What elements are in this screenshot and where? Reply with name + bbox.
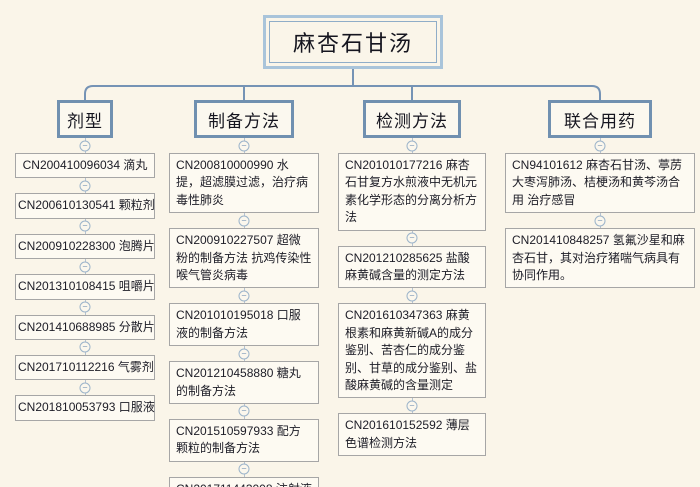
branch-header-detection[interactable]: 检测方法 [363, 100, 461, 138]
connector: − [169, 288, 319, 304]
patent-node[interactable]: CN201410848257 氢氟沙星和麻杏石甘，其对治疗猪喘气病具有协同作用。 [505, 228, 695, 289]
collapse-icon[interactable]: − [594, 140, 606, 151]
collapse-icon[interactable]: − [406, 232, 418, 244]
connector: − [169, 213, 319, 229]
collapse-icon[interactable]: − [238, 405, 250, 417]
collapse-icon[interactable]: − [594, 215, 606, 227]
patent-node[interactable]: CN201610347363 麻黄根素和麻黄新碱A的成分鉴别、苦杏仁的成分鉴别、… [338, 303, 486, 399]
branch-header-preparation[interactable]: 制备方法 [194, 100, 294, 138]
branch-column-combination: − CN94101612 麻杏石甘汤、葶苈大枣泻肺汤、桔梗汤和黄芩汤合用 治疗感… [505, 138, 695, 289]
patent-node[interactable]: CN200810000990 水提，超滤膜过滤，治疗病毒性肺炎 [169, 153, 319, 214]
collapse-icon[interactable]: − [406, 290, 418, 302]
collapse-icon[interactable]: − [79, 301, 91, 313]
connector: − [169, 461, 319, 477]
collapse-icon[interactable]: − [79, 382, 91, 394]
patent-node[interactable]: CN201310108415 咀嚼片 [15, 274, 155, 300]
patent-node[interactable]: CN201210458880 糖丸的制备方法 [169, 361, 319, 404]
collapse-icon[interactable]: − [79, 341, 91, 353]
patent-node[interactable]: CN201510597933 配方颗粒的制备方法 [169, 418, 319, 462]
connector: − [338, 230, 486, 246]
connector: − [15, 138, 155, 153]
connector: − [505, 213, 695, 229]
patent-node[interactable]: CN200410096034 滴丸 [15, 153, 155, 179]
patent-node[interactable]: CN201610152592 薄层色谱检测方法 [338, 413, 486, 457]
branch-header-dosage-form[interactable]: 剂型 [57, 100, 113, 138]
collapse-icon[interactable]: − [238, 463, 250, 475]
connector: − [15, 339, 155, 355]
collapse-icon[interactable]: − [79, 261, 91, 273]
patent-node[interactable]: CN201810053793 口服液 [15, 395, 155, 421]
connector: − [338, 288, 486, 304]
patent-node[interactable]: CN201710112216 气雾剂 [15, 354, 155, 381]
patent-node[interactable]: CN201010195018 口服液的制备方法 [169, 303, 319, 347]
patent-node[interactable]: CN201410688985 分散片 [15, 314, 155, 340]
collapse-icon[interactable]: − [238, 290, 250, 302]
connector: − [169, 403, 319, 419]
connector: − [338, 398, 486, 414]
collapse-icon[interactable]: − [238, 215, 250, 227]
collapse-icon[interactable]: − [79, 220, 91, 232]
branch-column-detection: − CN201010177216 麻杏石甘复方水煎液中无机元素化学形态的分离分析… [338, 138, 486, 457]
patent-node[interactable]: CN201010177216 麻杏石甘复方水煎液中无机元素化学形态的分离分析方法 [338, 153, 486, 231]
patent-node[interactable]: CN200910228300 泡腾片 [15, 233, 155, 260]
connector: − [15, 259, 155, 275]
patent-node[interactable]: CN94101612 麻杏石甘汤、葶苈大枣泻肺汤、桔梗汤和黄芩汤合用 治疗感冒 [505, 153, 695, 214]
connector: − [15, 178, 155, 194]
collapse-icon[interactable]: − [406, 400, 418, 412]
patent-node[interactable]: CN200910227507 超微粉的制备方法 抗鸡传染性喉气管炎病毒 [169, 228, 319, 289]
branch-header-combination[interactable]: 联合用药 [548, 100, 652, 138]
branch-column-preparation: − CN200810000990 水提，超滤膜过滤，治疗病毒性肺炎 − CN20… [169, 138, 319, 487]
collapse-icon[interactable]: − [238, 140, 250, 151]
connector: − [169, 138, 319, 153]
patent-node[interactable]: CN201210285625 盐酸麻黄碱含量的测定方法 [338, 245, 486, 289]
connector: − [15, 380, 155, 396]
branch-column-dosage-form: − CN200410096034 滴丸 − CN200610130541 颗粒剂… [15, 138, 155, 421]
collapse-icon[interactable]: − [406, 140, 418, 151]
collapse-icon[interactable]: − [79, 140, 91, 151]
patent-node[interactable]: CN201711443008 注射液的制备方法 [169, 476, 319, 487]
connector: − [15, 218, 155, 234]
collapse-icon[interactable]: − [238, 348, 250, 360]
collapse-icon[interactable]: − [79, 180, 91, 192]
connector: − [15, 299, 155, 315]
connector: − [505, 138, 695, 153]
connector: − [338, 138, 486, 153]
connector: − [169, 346, 319, 362]
root-node[interactable]: 麻杏石甘汤 [269, 21, 437, 63]
patent-node[interactable]: CN200610130541 颗粒剂 [15, 193, 155, 219]
